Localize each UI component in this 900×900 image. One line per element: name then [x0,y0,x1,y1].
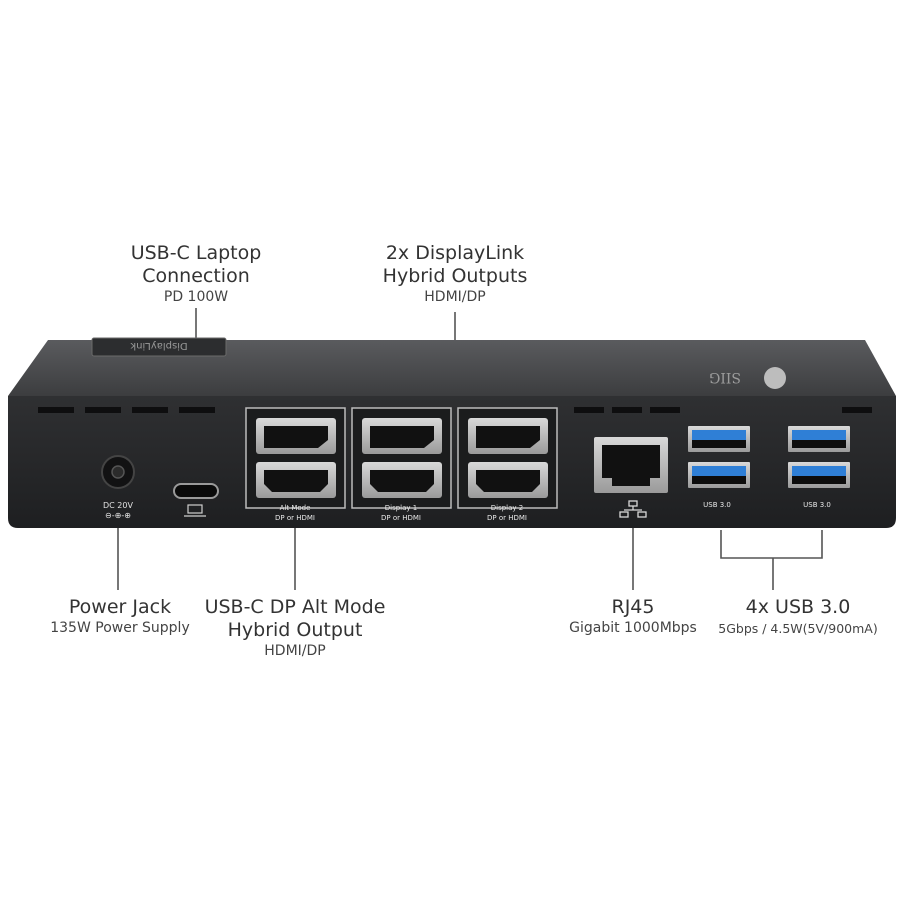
callout-altmode-title-1: USB-C DP Alt Mode [204,596,386,618]
callout-altmode-title-2: Hybrid Output [227,619,363,641]
port-group-alt-mode [245,407,346,509]
usb-3-port-pair-left [688,426,750,488]
svg-text:⊖-⊕-⊕: ⊖-⊕-⊕ [105,511,131,520]
device-front [8,396,896,528]
d2-port-label-1: Display 2 [491,504,523,512]
d1-port-label-2: DP or HDMI [381,514,421,522]
vent-slots [38,407,872,413]
callout-usb3: 4x USB 3.0 5Gbps / 4.5W(5V/900mA) [702,596,894,638]
callout-usbc-title-2: Connection [142,265,250,287]
callout-rj45-title: RJ45 [611,596,655,618]
d2-port-label-2: DP or HDMI [487,514,527,522]
callout-rj45-sub: Gigabit 1000Mbps [569,620,697,636]
top-label-text: DisplayLink [130,340,188,351]
callout-rj45: RJ45 Gigabit 1000Mbps [560,596,706,638]
alt-port-label-1: Alt Mode [280,504,311,512]
port-group-display-2 [457,407,558,509]
device-top [8,340,896,396]
callout-displaylink: 2x DisplayLink Hybrid Outputs HDMI/DP [370,242,540,307]
usb-c-port [173,483,219,517]
callout-power: Power Jack 135W Power Supply [38,596,202,638]
callout-displaylink-title-2: Hybrid Outputs [382,265,528,287]
callout-displaylink-title-1: 2x DisplayLink [385,242,525,264]
callout-usbc-title-1: USB-C Laptop [130,242,262,264]
d1-port-label-1: Display 1 [385,504,417,512]
usb-label-left: USB 3.0 [703,501,731,509]
callout-usb3-title: 4x USB 3.0 [745,596,851,618]
callout-usb3-sub: 5Gbps / 4.5W(5V/900mA) [718,621,878,636]
callout-power-title: Power Jack [68,596,172,618]
dc-label: DC 20V [103,501,133,510]
callout-power-sub: 135W Power Supply [50,620,190,636]
callout-altmode: USB-C DP Alt Mode Hybrid Output HDMI/DP [200,596,390,661]
rj45-port [594,437,668,518]
network-icon [619,500,647,518]
callout-usbc-sub: PD 100W [163,289,229,305]
dc-power-jack: DC 20V ⊖-⊕-⊕ [101,455,135,520]
callout-usbc: USB-C Laptop Connection PD 100W [116,242,276,307]
brand-text: SIIG [709,369,741,385]
callout-altmode-sub: HDMI/DP [264,643,326,659]
usb-label-right: USB 3.0 [803,501,831,509]
alt-port-label-2: DP or HDMI [275,514,315,522]
brand-logo-icon [764,367,786,389]
usb-3-port-pair-right [788,426,850,488]
port-group-display-1 [351,407,452,509]
callout-displaylink-sub: HDMI/DP [424,289,486,305]
top-label-plate [91,337,227,357]
